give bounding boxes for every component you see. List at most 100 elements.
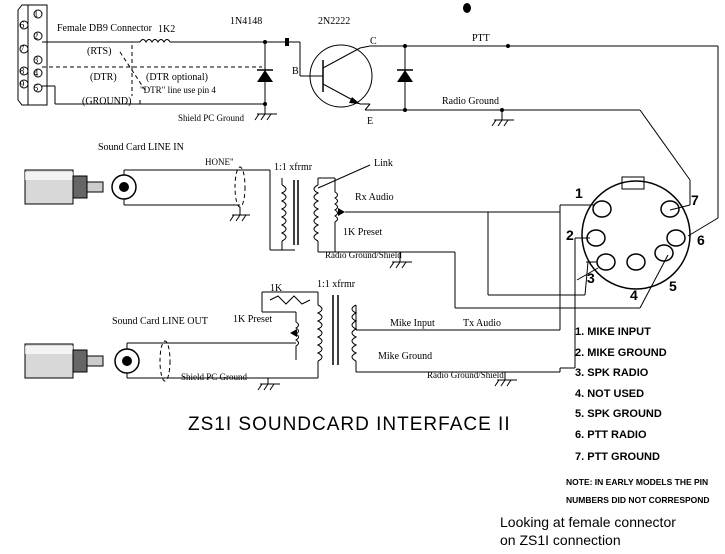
db9-pin-label-9: 9 [20,79,25,89]
preset-top-label: 1K Preset [343,227,382,238]
din-pin-label-4: 4 [630,287,638,303]
rx-audio-routing [400,212,669,309]
din-pin-1 [592,200,612,218]
base-wiring [285,38,323,77]
phono-plug-line-out [24,343,140,379]
line-out-shield [159,340,171,382]
line-in-wiring [123,166,295,251]
pin-list-item: 2. MIKE GROUND [575,347,667,359]
db9-pin-label-4: 4 [34,68,39,78]
collector-label: C [370,36,377,47]
note-line-2: NUMBERS DID NOT CORRESPOND [566,495,710,505]
ptt-label: PTT [472,33,490,44]
db9-pin-label-1: 1 [34,9,39,19]
din-pin-label-6: 6 [697,232,705,248]
pin-list-item: 1. MIKE INPUT [575,326,651,338]
pin-list-item: 6. PTT RADIO [575,429,647,441]
db9-shell [17,4,48,106]
link-label: Link [374,158,393,169]
phono-plug-line-in [24,169,137,205]
ground-symbol-4 [257,378,280,391]
caption-line-2: on ZS1I connection [500,532,621,548]
db9-wiring [42,39,285,105]
db9-pin-4 [33,68,43,78]
db9-pin-label-3: 3 [34,55,39,65]
din-pin-label-7: 7 [691,192,699,208]
radio-ground-shield-top-label: Radio Ground/Shield [325,250,402,260]
dtr-optional-label: (DTR optional) [146,72,208,83]
transformer-top [280,177,400,253]
db9-pin-label-6: 6 [20,20,25,30]
diode-1n4148-label: 1N4148 [230,16,262,27]
db9-connector: 1 6 2 7 3 8 4 9 5 [17,4,48,106]
db9-pin-7 [19,44,29,54]
ground-symbol-1 [254,104,277,121]
top-dot [463,3,471,13]
shield-pc-ground-top-label: Shield PC Ground [178,113,245,123]
diagram-title: ZS1I SOUNDCARD INTERFACE II [188,414,511,435]
base-arrow [285,38,289,46]
din-connector [576,176,691,290]
din-pin-6 [666,229,686,247]
din-pin-4 [626,253,646,271]
resistor-1k-label: 1K [270,283,283,294]
ground-label: (GROUND) [82,96,131,107]
db9-pin-label-5: 5 [34,83,39,93]
din-pin-label-5: 5 [669,278,677,294]
preset-top [317,164,560,252]
db9-pin-2 [33,31,43,41]
din-pin-3 [596,253,616,271]
resistor-1k2 [139,39,171,43]
din-pin-label-2: 2 [566,227,574,243]
db9-pin-3 [33,55,43,65]
db9-pin-1 [33,9,43,19]
din-pin-label-1: 1 [575,185,583,201]
ground-symbol-3 [389,252,412,269]
din-pin-label-3: 3 [587,270,595,286]
db9-pin-8 [19,66,29,76]
xfmr-bottom-label: 1:1 xfrmr [317,279,356,290]
mike-input-label: Mike Input [390,318,435,329]
base-label: B [292,66,299,77]
line-in-shield [234,166,246,208]
caption-line-1: Looking at female connector [500,514,676,530]
hone-label: HONE" [205,157,234,167]
din-key [621,176,645,190]
line-out-wiring [126,340,318,382]
rx-audio-label: Rx Audio [355,192,394,203]
ground-symbol-5 [494,372,517,387]
pin-list-item: 7. PTT GROUND [575,451,660,463]
xfmr-top-label: 1:1 xfrmr [274,162,313,173]
rts-label: (RTS) [87,46,111,57]
preset-bottom [261,291,318,360]
dtr-label: (DTR) [90,72,117,83]
sound-card-line-in-label: Sound Card LINE IN [98,142,184,153]
transformer-bottom [316,292,560,378]
tx-audio-label: Tx Audio [463,318,501,329]
radio-ground-shield-bottom-label: Radio Ground/Shield [427,370,504,380]
resistor-1k [269,295,311,305]
sound-card-line-out-label: Sound Card LINE OUT [112,316,208,327]
db9-label: Female DB9 Connector [57,23,153,34]
diode-1n4148 [257,40,273,106]
pin-list-item: 5. SPK GROUND [575,408,662,420]
pin-list-item: 3. SPK RADIO [575,367,649,379]
din-shell [581,180,691,290]
pin-list: 1. MIKE INPUT 2. MIKE GROUND 3. SPK RADI… [575,326,667,463]
resistor-1k2-label: 1K2 [158,24,175,35]
dtr-note-label: "DTR" line use pin 4 [140,85,216,95]
transistor-2n2222-label: 2N2222 [318,16,350,27]
din-pin-7 [660,200,680,218]
diode-body [257,70,273,82]
note-line-1: NOTE: IN EARLY MODELS THE PIN [566,477,708,487]
transistor-2n2222 [309,44,373,108]
db9-pin-label-7: 7 [20,44,25,54]
ground-symbol-2 [491,110,514,127]
dtr-option-cross [119,51,146,91]
emitter-label: E [367,116,373,127]
db9-pin-5 [33,83,43,93]
pin-list-item: 4. NOT USED [575,388,644,400]
tx-audio-routing [559,204,595,372]
